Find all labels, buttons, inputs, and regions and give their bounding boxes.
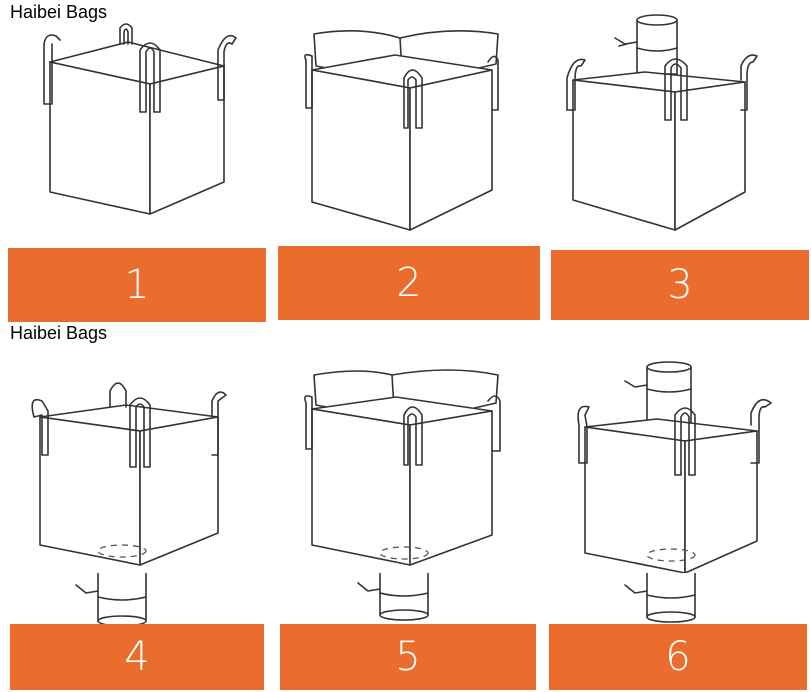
panel-number-2: 2: [278, 246, 540, 320]
bag-illustration-discharge-spout: [31, 382, 227, 625]
bag-panel-6: 6: [545, 345, 811, 692]
bag-panel-2: 2: [270, 0, 545, 325]
brand-label-middle: Haibei Bags: [10, 323, 108, 343]
panel-number-4: 4: [10, 624, 264, 690]
panel-number-6: 6: [549, 624, 807, 690]
panel-number-5: 5: [280, 624, 536, 690]
bag-illustration-filling-spout: [566, 14, 758, 231]
bag-panel-1: 1: [0, 0, 270, 325]
bag-illustration-filling-discharge: [577, 361, 772, 623]
bag-panel-4: 4: [0, 345, 270, 692]
bag-illustration-skirt-top: [304, 30, 499, 231]
bag-panel-3: 3: [545, 0, 811, 325]
bag-panel-5: 5: [270, 345, 545, 692]
brand-label-top: Haibei Bags: [10, 2, 108, 22]
panel-number-3: 3: [551, 250, 809, 320]
bag-illustration-open-top: [43, 23, 237, 215]
panel-number-1: 1: [8, 248, 266, 322]
bag-illustration-skirt-discharge: [304, 369, 501, 621]
